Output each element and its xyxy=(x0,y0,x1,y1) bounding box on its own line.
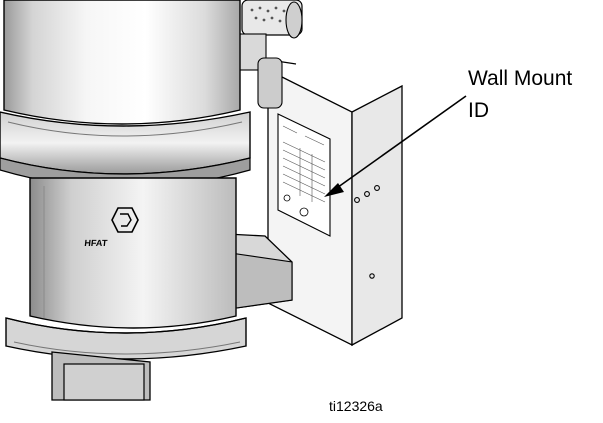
base-ring xyxy=(5,317,247,360)
callout-label-id: ID xyxy=(468,99,489,122)
bottom-outlet xyxy=(51,351,151,401)
top-fitting xyxy=(237,0,303,109)
callout-label-wall-mount: Wall Mount xyxy=(468,67,573,90)
figure-id: ti12326a xyxy=(329,398,383,414)
wall-mount-id-plate xyxy=(277,113,331,237)
callout-leader-arrow xyxy=(324,95,467,197)
svg-text:HFAT: HFAT xyxy=(84,238,108,248)
pump-lower-body xyxy=(29,177,237,329)
motor-housing xyxy=(3,0,241,125)
brand-logo-icon: HFAT xyxy=(84,207,139,248)
